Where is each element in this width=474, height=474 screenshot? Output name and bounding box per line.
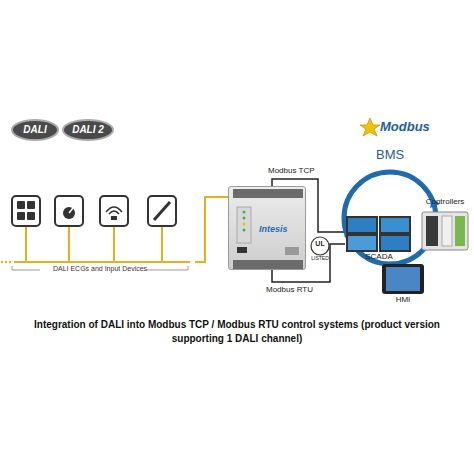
device-group: DALI ECGs and Input Devices [5, 186, 195, 278]
hmi-node: HMI [378, 262, 428, 306]
node-text: Intesis [259, 225, 288, 235]
controllers-node-shape [418, 198, 472, 254]
dali-device-icons [12, 196, 176, 226]
connector [195, 197, 228, 262]
label-text: DALI 2 [63, 124, 113, 135]
scada-node: SCADA [345, 215, 413, 263]
label-text: UL [311, 240, 329, 248]
node-text: Controllers [418, 198, 472, 207]
label-text: LISTED [305, 256, 335, 262]
controllers-node: Controllers [418, 198, 472, 254]
bus-dots [1, 261, 11, 263]
label-text: DALI [12, 124, 58, 135]
gateway-box: Intesis [228, 186, 306, 270]
connector [272, 179, 345, 232]
node-text: SCADA [345, 253, 413, 262]
dali-bus [14, 226, 190, 262]
node-text: HMI [378, 296, 428, 305]
ul-mark [311, 237, 329, 255]
dali2-logo [63, 120, 113, 140]
caption: Integration of DALI into Modbus TCP / Mo… [22, 318, 452, 345]
connector [272, 244, 345, 282]
dali-logo [12, 120, 58, 140]
modbus-star [360, 118, 380, 136]
edge-label: Modbus TCP [268, 167, 315, 176]
edge-label: Modbus RTU [266, 286, 313, 295]
label-text: Modbus [380, 120, 430, 134]
node-text: BMS [376, 148, 404, 162]
node-text: DALI ECGs and Input Devices [5, 265, 195, 273]
